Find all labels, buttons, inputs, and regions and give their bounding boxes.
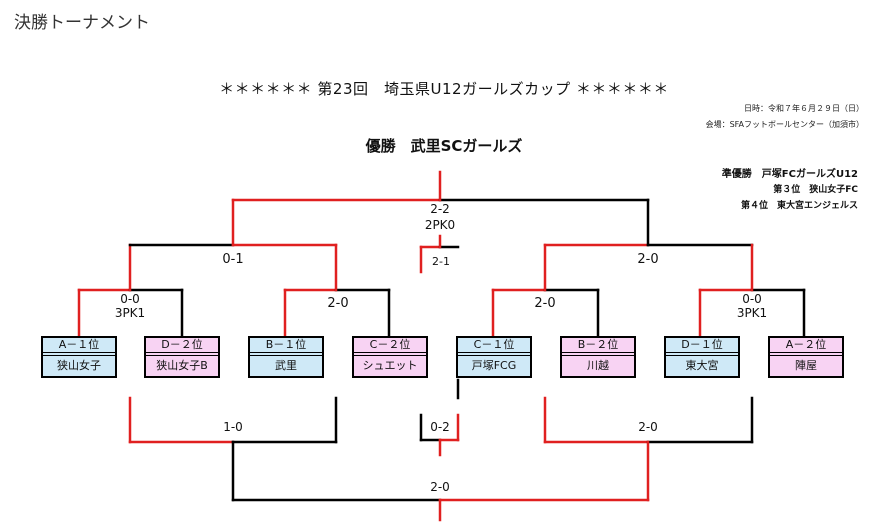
score-semi-2: 2-0 <box>637 252 659 267</box>
score-r1-m1: 0-0 <box>120 292 140 306</box>
pk-r1-m1: 3PK1 <box>114 306 146 320</box>
team-rank: B－２位 <box>562 338 634 356</box>
team-rank: D－１位 <box>666 338 738 356</box>
team-name: シュエット <box>362 359 418 372</box>
team-name: 陣屋 <box>795 359 817 372</box>
team-box: A－２位 陣屋 <box>768 336 844 378</box>
runner-up-label: 準優勝 戸塚FCガールズU12 <box>721 169 858 180</box>
team-name: 川越 <box>587 359 609 372</box>
team-box: C－１位 戸塚FCG <box>456 336 532 378</box>
score-lower-mid: 0-2 <box>430 420 450 434</box>
team-rank: B－１位 <box>250 338 322 356</box>
team-rank: A－２位 <box>770 338 842 356</box>
match-date: 日時：令和７年６月２９日（日） <box>744 104 864 113</box>
score-semi-1: 0-1 <box>222 252 244 267</box>
team-box: D－２位 狭山女子B <box>144 336 220 378</box>
team-name: 戸塚FCG <box>471 359 517 372</box>
cup-title: ＊＊＊＊＊＊ 第23回 埼玉県U12ガールズカップ ＊＊＊＊＊＊ <box>219 80 669 98</box>
score-final: 2-2 <box>430 202 450 216</box>
team-rank: A－１位 <box>43 338 115 356</box>
score-third-place: 2-1 <box>432 255 450 268</box>
team-name: 武里 <box>275 359 297 372</box>
score-lower-1: 1-0 <box>223 420 243 434</box>
team-name: 狭山女子B <box>156 359 208 372</box>
score-lower-final: 2-0 <box>430 480 450 494</box>
team-box: D－１位 東大宮 <box>664 336 740 378</box>
team-box: C－２位 シュエット <box>352 336 428 378</box>
score-lower-2: 2-0 <box>638 420 658 434</box>
team-box: B－２位 川越 <box>560 336 636 378</box>
team-name: 東大宮 <box>685 359 719 372</box>
match-venue: 会場：SFAフットボールセンター（加須市） <box>705 120 864 129</box>
team-box: A－１位 狭山女子 <box>41 336 117 378</box>
score-r1-m3: 2-0 <box>534 296 556 311</box>
score-r1-m4: 0-0 <box>742 292 762 306</box>
pk-final: 2PK0 <box>424 218 456 232</box>
fourth-place-label: 第４位 東大宮エンジェルス <box>740 201 858 211</box>
team-rank: C－１位 <box>458 338 530 356</box>
page-heading: 決勝トーナメント <box>14 13 150 33</box>
team-box: B－１位 武里 <box>248 336 324 378</box>
champion-label: 優勝 武里SCガールズ <box>365 137 523 155</box>
team-rank: C－２位 <box>354 338 426 356</box>
third-place-label: 第３位 狭山女子FC <box>773 185 858 195</box>
team-rank: D－２位 <box>146 338 218 356</box>
score-r1-m2: 2-0 <box>327 296 349 311</box>
team-name: 狭山女子 <box>57 359 101 372</box>
pk-r1-m4: 3PK1 <box>736 306 768 320</box>
